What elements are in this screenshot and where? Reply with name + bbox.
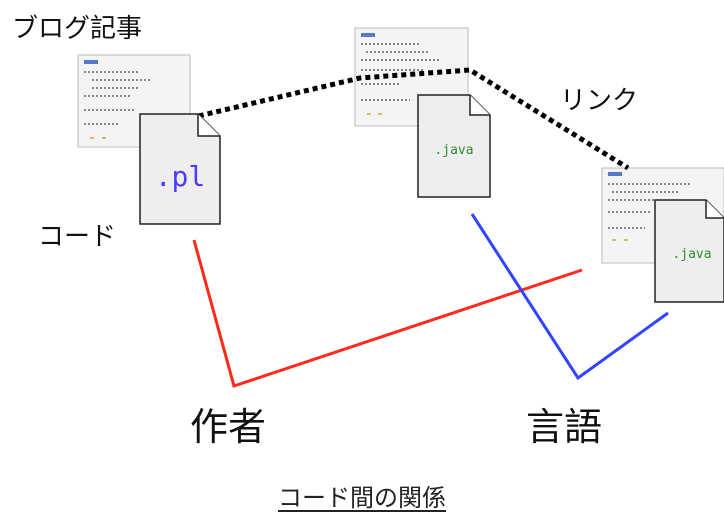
java-file-label: .java bbox=[434, 143, 473, 158]
java-file-label-2: .java bbox=[672, 247, 711, 262]
java-file-icon: .java bbox=[417, 94, 491, 198]
pl-file-label: .pl bbox=[155, 160, 206, 193]
code-label: コード bbox=[38, 222, 117, 252]
author-label: 作者 bbox=[190, 405, 267, 449]
blog-page-1 bbox=[77, 54, 191, 148]
link-label: リンク bbox=[560, 86, 639, 116]
language-label: 言語 bbox=[526, 405, 603, 449]
blog-article-label: ブログ記事 bbox=[12, 14, 143, 44]
link-line bbox=[189, 67, 630, 171]
figure-caption: コード間の関係 bbox=[0, 478, 724, 513]
author-line bbox=[192, 239, 583, 388]
language-line bbox=[470, 213, 669, 381]
caption-text: コード間の関係 bbox=[278, 484, 446, 512]
java-file-icon-2: .java bbox=[654, 199, 724, 303]
pl-file-icon: .pl bbox=[139, 113, 221, 225]
